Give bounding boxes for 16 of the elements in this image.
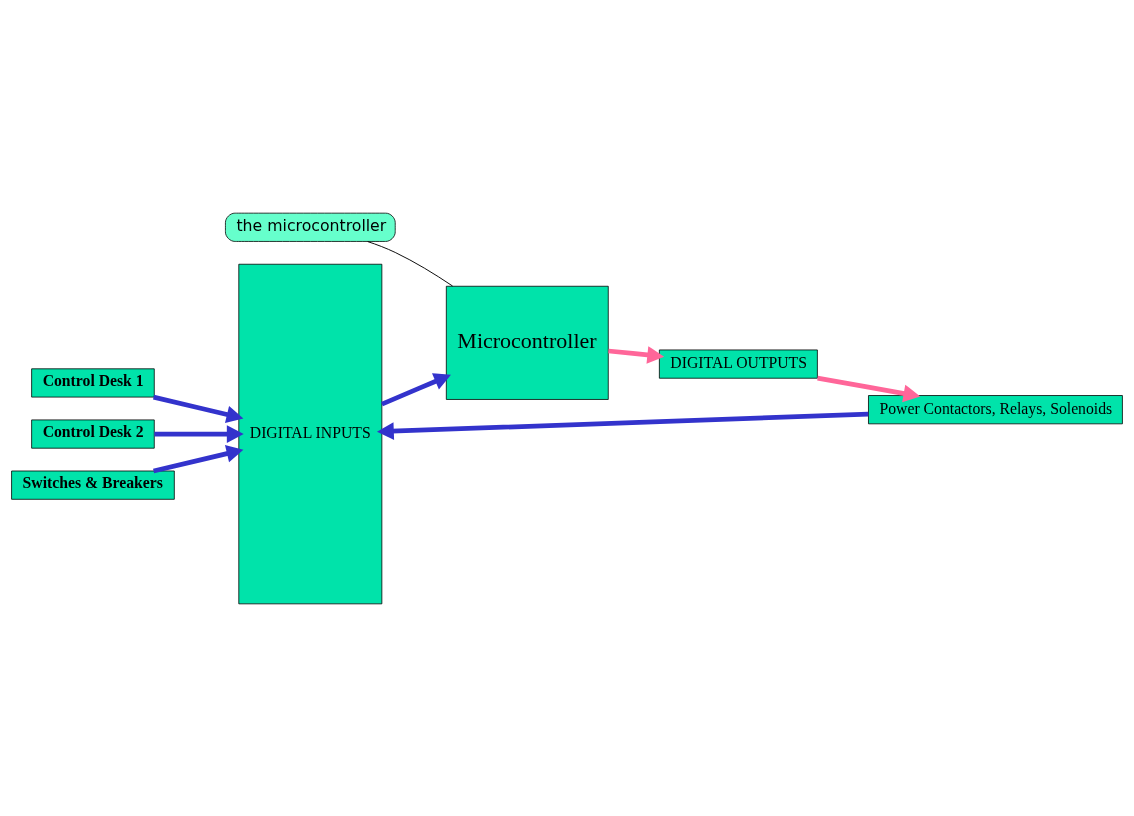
arrow bbox=[381, 372, 451, 406]
arrow bbox=[376, 411, 869, 440]
connector bbox=[367, 240, 454, 286]
node-box: Control Desk 1 bbox=[31, 367, 155, 397]
node-box: Microcontroller bbox=[445, 285, 609, 400]
node-box: Control Desk 2 bbox=[31, 419, 155, 449]
arrow bbox=[608, 345, 665, 364]
node-box: the microcontroller bbox=[225, 212, 396, 242]
node-box: DIGITAL INPUTS bbox=[238, 263, 383, 604]
node-box: Power Contactors, Relays, Solenoids bbox=[868, 394, 1123, 424]
arrow bbox=[154, 424, 244, 443]
node-box: DIGITAL OUTPUTS bbox=[658, 349, 818, 379]
arrow bbox=[153, 394, 244, 423]
arrow bbox=[817, 375, 921, 402]
node-box: Switches & Breakers bbox=[11, 470, 175, 500]
arrow bbox=[153, 444, 244, 473]
